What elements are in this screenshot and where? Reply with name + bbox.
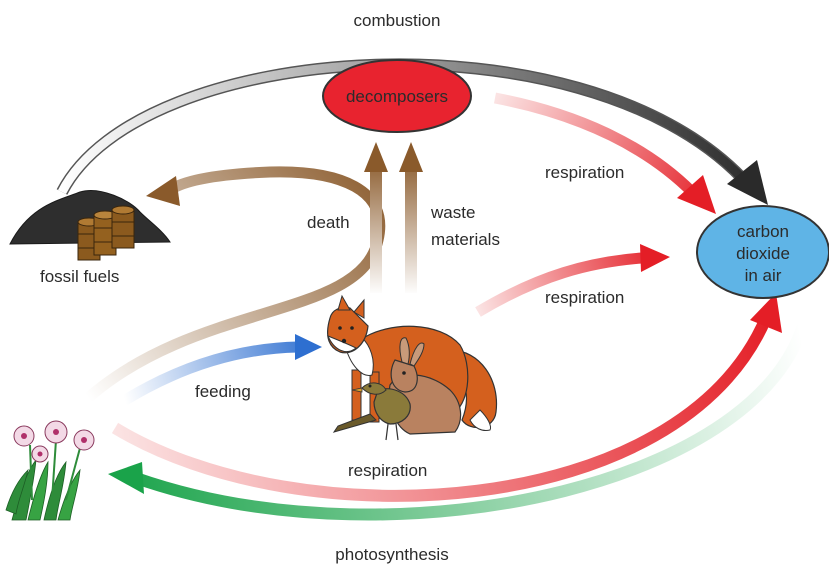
waste-materials-arrows — [364, 142, 423, 293]
decomposers-label: decomposers — [346, 87, 448, 106]
carbon-label-line2: dioxide — [736, 244, 790, 263]
fossil-fuels-label: fossil fuels — [40, 267, 119, 286]
respiration-decomposers-label: respiration — [545, 163, 624, 182]
photosynthesis-label: photosynthesis — [335, 545, 448, 564]
flower-plant-icon — [6, 421, 94, 520]
carbon-label-line1: carbon — [737, 222, 789, 241]
waste-label-line1: waste — [430, 203, 475, 222]
respiration-plants-label: respiration — [348, 461, 427, 480]
waste-label-line2: materials — [431, 230, 500, 249]
combustion-label: combustion — [354, 11, 441, 30]
fossil-fuel-barrels-icon — [10, 191, 170, 260]
decomposers-node: decomposers — [323, 60, 471, 132]
carbon-dioxide-node: carbon dioxide in air — [697, 206, 829, 298]
feeding-label: feeding — [195, 382, 251, 401]
respiration-decomposers-arrow — [495, 98, 716, 214]
respiration-animals-label: respiration — [545, 288, 624, 307]
carbon-label-line3: in air — [745, 266, 782, 285]
death-label: death — [307, 213, 350, 232]
